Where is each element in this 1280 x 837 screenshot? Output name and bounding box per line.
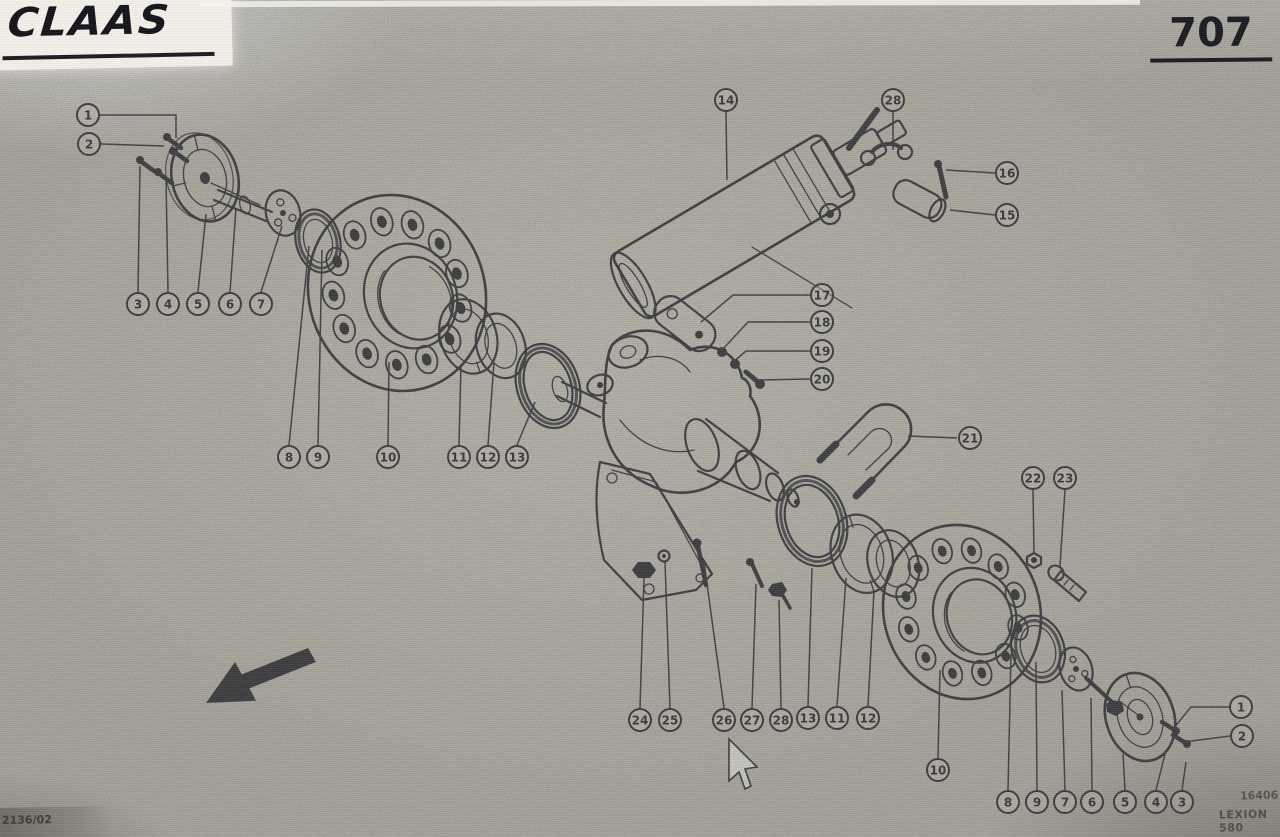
logo-plate: CLAAS — [0, 0, 233, 71]
page-number: 707 — [1149, 9, 1273, 63]
logo-underline — [2, 51, 215, 61]
claas-logo: CLAAS — [5, 0, 173, 47]
sheet-code: 2136/02 — [0, 806, 111, 837]
document-code: 16406 — [1239, 788, 1279, 803]
model-name: LEXION 580 — [1218, 807, 1268, 835]
